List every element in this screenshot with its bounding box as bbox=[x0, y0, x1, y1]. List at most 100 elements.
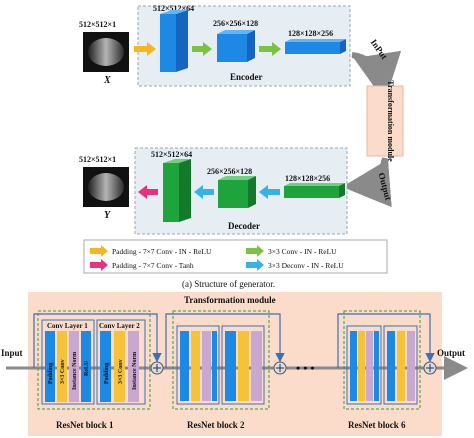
input-curve-arrow bbox=[351, 50, 402, 102]
rb1-l2-conv bbox=[114, 331, 125, 402]
rb2-l1a bbox=[180, 331, 189, 401]
rb1-l2-label-norm: Instance Norm bbox=[132, 352, 138, 390]
decoder-block-2 bbox=[218, 180, 248, 208]
rb1-l2-label-conv: 3×3 Conv bbox=[118, 359, 124, 384]
encoder-block-1 bbox=[160, 14, 176, 72]
skip-connection-2 bbox=[165, 313, 285, 368]
rb6-group-1 bbox=[346, 325, 382, 405]
legend-yellow-arrow bbox=[90, 245, 108, 257]
rb6-group-2 bbox=[383, 325, 418, 405]
output-arrow-label: Output bbox=[376, 172, 393, 202]
encoder-arrow-green-2 bbox=[259, 42, 281, 56]
rb1-l2-norm bbox=[128, 331, 139, 402]
decoder-block-3-top bbox=[284, 183, 345, 186]
rb2-l2b bbox=[238, 331, 249, 401]
rb6-l2c bbox=[407, 331, 415, 401]
decoder-dim-3: 128×128×256 bbox=[285, 174, 330, 183]
decoder-block-3 bbox=[284, 186, 339, 198]
encoder-block-3 bbox=[285, 42, 340, 54]
rb1-label-norm: Instance Norm bbox=[72, 352, 78, 390]
encoder-label: Encoder bbox=[230, 72, 263, 82]
conv-layer-1-label: Conv Layer 1 bbox=[47, 322, 88, 330]
legend-pink-arrow bbox=[90, 259, 108, 271]
resnet-block-6 bbox=[343, 310, 421, 410]
encoder-block-3-top bbox=[285, 39, 346, 42]
rb1-label-conv: 3×3 Conv bbox=[60, 359, 66, 384]
rb1-layer-padding bbox=[45, 331, 55, 402]
rb6-l2b bbox=[397, 331, 405, 401]
decoder-block-1 bbox=[163, 163, 179, 222]
input-dim-label: 512×512×1 bbox=[79, 20, 116, 29]
encoder-arrow-green-1 bbox=[192, 42, 212, 56]
decoder-block-2-top bbox=[218, 176, 256, 180]
rb2-l1d bbox=[212, 331, 217, 401]
sum-node-2-plus bbox=[276, 364, 284, 372]
rb6-l1a bbox=[350, 331, 357, 401]
rb1-layer-norm bbox=[69, 331, 79, 402]
decoder-arrow-blue-1 bbox=[259, 185, 280, 199]
resnet-block-1-label: ResNet block 1 bbox=[56, 420, 114, 430]
resnet-block-1 bbox=[37, 310, 151, 410]
rb1-label-padding: Padding bbox=[48, 363, 54, 384]
legend-label-3: Padding - 7×7 Conv - Tanh bbox=[112, 261, 194, 270]
resnet-block-6-label: ResNet block 6 bbox=[348, 420, 406, 430]
decoder-block-1-side bbox=[179, 159, 191, 222]
decoder-arrow-blue-2 bbox=[194, 185, 214, 199]
resnet-block-2 bbox=[172, 310, 270, 410]
rb2-l1b bbox=[191, 331, 200, 401]
legend-label-4: 3×3 Deconv - IN - ReLU bbox=[268, 261, 344, 270]
rb1-layer-relu bbox=[81, 331, 91, 402]
transform-input-label: Input bbox=[1, 348, 23, 358]
encoder-block-3-side bbox=[340, 39, 346, 54]
rb6-l1d bbox=[374, 331, 379, 401]
encoder-dim-2: 256×256×128 bbox=[213, 19, 258, 28]
encoder-block-2 bbox=[217, 34, 247, 62]
legend-green-arrow bbox=[246, 245, 264, 257]
rb6-l1c bbox=[366, 331, 373, 401]
encoder-block-1-side bbox=[176, 10, 188, 72]
rb1-layer-conv bbox=[57, 331, 67, 402]
input-image-texture bbox=[88, 38, 124, 66]
decoder-block-3-side bbox=[339, 183, 345, 198]
output-image-texture bbox=[88, 173, 124, 201]
decoder-block-1-top bbox=[163, 159, 191, 163]
encoder-block-2-top bbox=[217, 30, 255, 34]
rb2-l1c bbox=[202, 331, 211, 401]
rb2-group-2 bbox=[221, 325, 265, 405]
output-var-label: Y bbox=[104, 210, 111, 221]
caption: (a) Structure of generator. bbox=[182, 279, 275, 289]
rb1-label-relu: ReLU bbox=[84, 360, 90, 376]
encoder-dim-1: 512×512×64 bbox=[153, 4, 194, 13]
conv-layer-2-label: Conv Layer 2 bbox=[99, 322, 140, 330]
rb2-group-1 bbox=[176, 325, 220, 405]
transformation-title: Transformation module bbox=[184, 295, 276, 305]
rb2-l2a bbox=[225, 331, 236, 401]
skip-connection-1 bbox=[33, 313, 162, 368]
conv-layer-2-group bbox=[96, 319, 146, 405]
encoder-block-1-top bbox=[160, 10, 188, 14]
transformation-box-label: Transformation module bbox=[386, 80, 395, 162]
rb2-l2c bbox=[251, 331, 262, 401]
legend-blue-arrow bbox=[246, 259, 264, 271]
sum-node-6-plus bbox=[426, 364, 434, 372]
transform-output-label: Output bbox=[437, 348, 465, 358]
transformation-box bbox=[366, 85, 404, 157]
input-var-label: X bbox=[103, 75, 111, 86]
rb6-l2a bbox=[387, 331, 395, 401]
output-dim-label: 512×512×1 bbox=[79, 155, 116, 164]
legend-box bbox=[83, 239, 388, 274]
input-arrow-label: InPut bbox=[369, 37, 390, 61]
ellipsis: • • • bbox=[296, 361, 315, 375]
decoder-dim-2: 256×256×128 bbox=[207, 167, 252, 176]
rb1-l2-padding bbox=[100, 331, 111, 402]
decoder-arrow-pink bbox=[138, 185, 158, 199]
output-curve-arrow bbox=[342, 157, 392, 208]
encoder-arrow-yellow bbox=[134, 42, 156, 56]
rb1-l2-label-padding: Padding bbox=[104, 363, 110, 384]
encoder-block-2-side bbox=[247, 30, 255, 62]
skip-connection-6 bbox=[337, 313, 435, 368]
decoder-block-2-side bbox=[248, 176, 256, 208]
legend-label-1: Padding - 7×7 Conv - IN - ReLU bbox=[112, 247, 212, 256]
resnet-block-2-label: ResNet block 2 bbox=[187, 420, 245, 430]
